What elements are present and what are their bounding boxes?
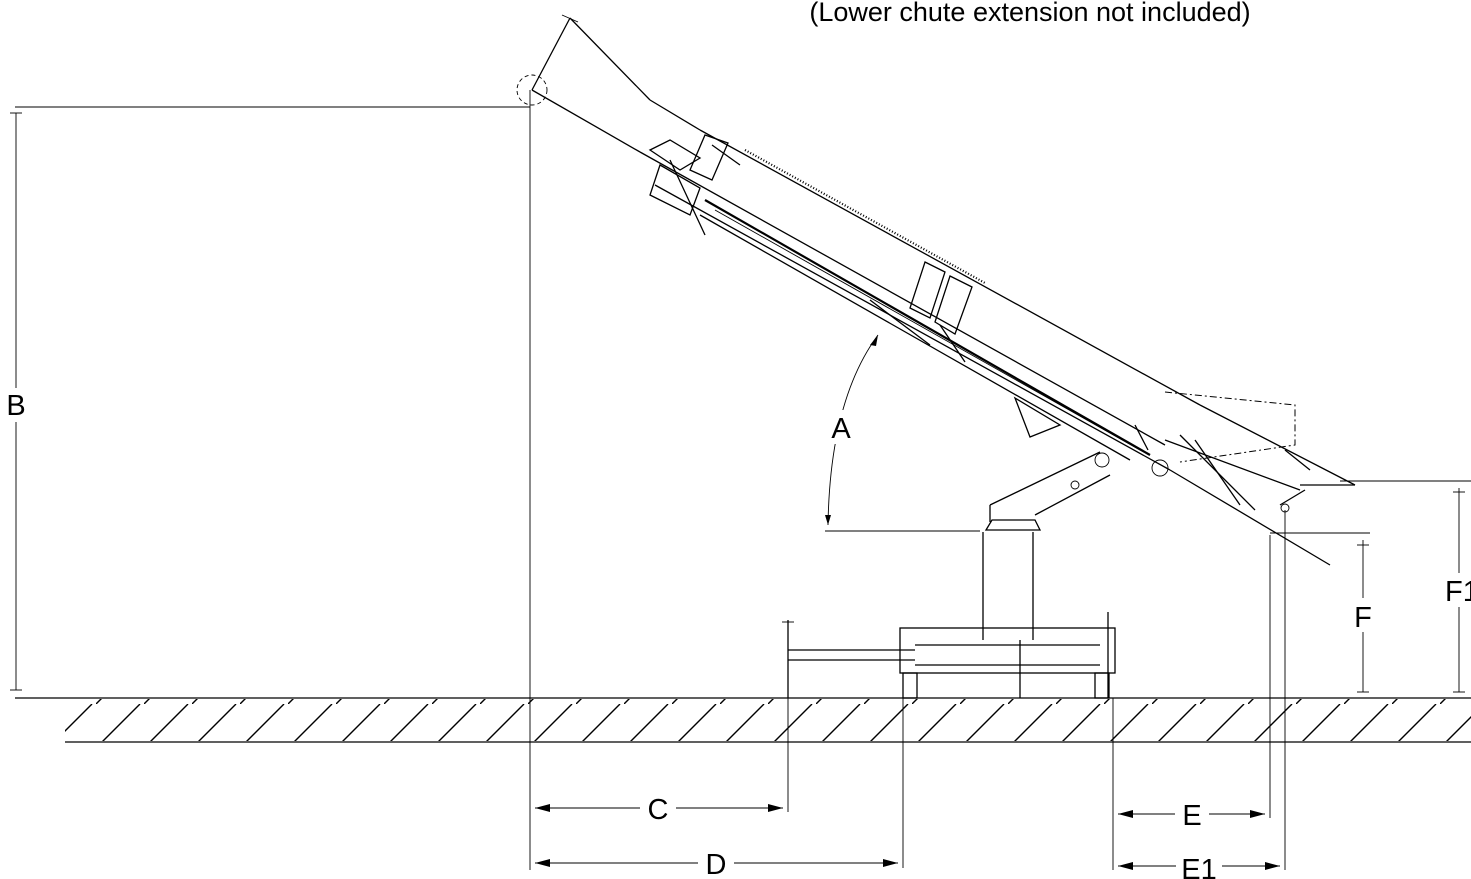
dimension-d: D bbox=[535, 698, 904, 879]
base-frame bbox=[782, 612, 1116, 699]
ground bbox=[15, 697, 1471, 743]
dimension-b: B bbox=[4, 106, 530, 691]
label-e: E bbox=[1182, 800, 1201, 832]
label-a: A bbox=[831, 413, 851, 445]
label-d: D bbox=[706, 849, 727, 879]
label-f1: F1 bbox=[1445, 576, 1471, 608]
support-arm bbox=[982, 451, 1111, 640]
label-e1: E1 bbox=[1181, 854, 1216, 879]
conveyor-chute bbox=[516, 14, 1356, 566]
label-b: B bbox=[6, 390, 25, 422]
dimension-f1: F1 bbox=[1340, 480, 1471, 693]
label-f: F bbox=[1354, 602, 1372, 634]
dimension-e: E bbox=[1112, 535, 1271, 870]
label-c: C bbox=[648, 794, 669, 826]
dimension-a: A bbox=[825, 334, 980, 532]
dimension-c: C bbox=[535, 698, 789, 826]
dimension-e1: E1 bbox=[1118, 510, 1286, 879]
dimension-f: F bbox=[1270, 532, 1378, 693]
drawing-note: (Lower chute extension not included) bbox=[809, 0, 1250, 27]
